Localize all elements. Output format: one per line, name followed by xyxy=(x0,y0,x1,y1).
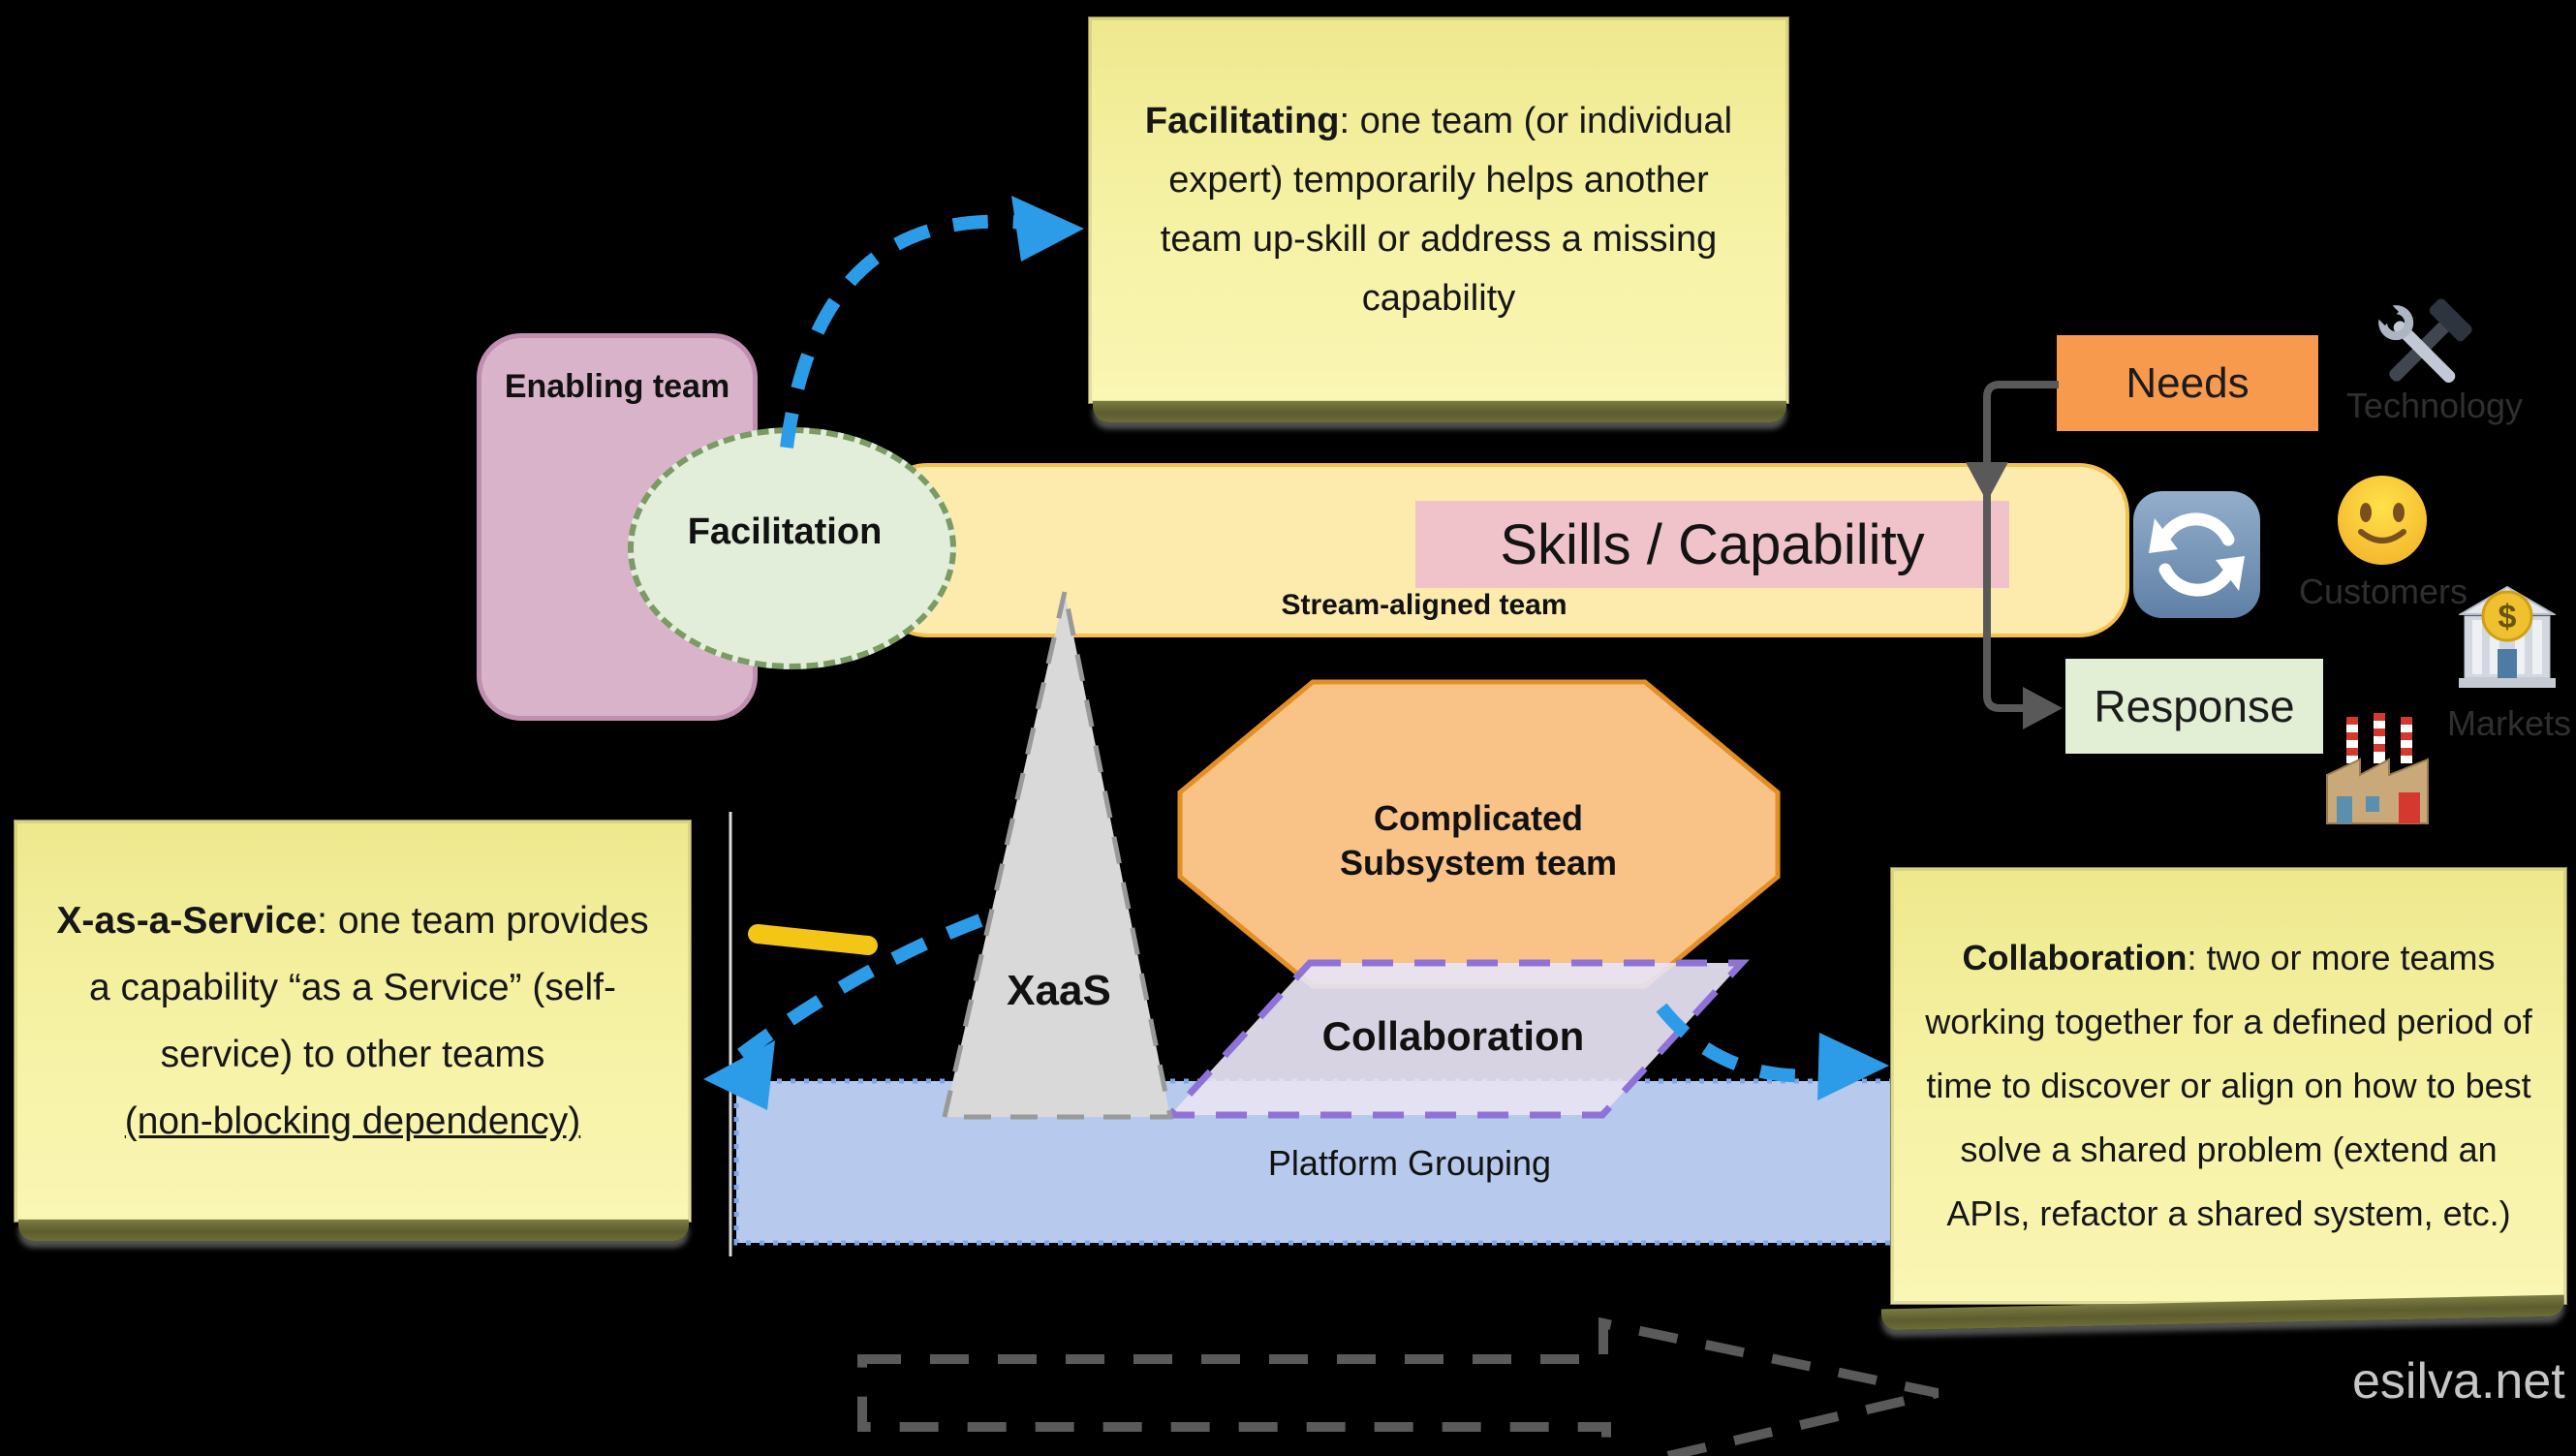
facilitation-circle xyxy=(628,427,956,669)
complicated-line1: Complicated xyxy=(1373,798,1584,838)
facilitating-note: Facilitating: one team (or individual ex… xyxy=(1088,16,1789,422)
note-page-stack xyxy=(1093,401,1786,422)
stream-aligned-team-label: Stream-aligned team xyxy=(1281,589,1567,621)
xaas-note-title: X-as-a-Service xyxy=(56,900,318,942)
needs-label: Needs xyxy=(2126,358,2250,407)
needs-arrowhead-icon xyxy=(1966,462,2008,502)
note-page-stack xyxy=(18,1220,689,1241)
xaas-note-underlined: (non-blocking dependency) xyxy=(124,1100,581,1142)
customers-label: Customers xyxy=(2298,572,2468,611)
facilitating-arrowhead-icon xyxy=(1011,196,1084,262)
skills-capability-box: Skills / Capability xyxy=(1415,501,2009,588)
collaboration-note: Collaboration: two or more teams working… xyxy=(1880,867,2567,1331)
xaas-triangle xyxy=(941,591,1174,1120)
collaboration-note-title: Collaboration xyxy=(1962,938,2188,977)
platform-grouping-label: Platform Grouping xyxy=(1267,1143,1552,1183)
flow-direction-dashed-arrow xyxy=(857,1317,1940,1456)
complicated-line2: Subsystem team xyxy=(1339,843,1618,883)
xaas-label: XaaS xyxy=(1007,967,1111,1014)
xaas-note: X-as-a-Service: one team provides a capa… xyxy=(14,820,692,1241)
collaboration-note-text: Collaboration: two or more teams working… xyxy=(1891,868,2566,1304)
enabling-team-label: Enabling team xyxy=(504,368,730,405)
yellow-marker-dash xyxy=(748,924,878,955)
facilitating-note-text: Facilitating: one team (or individual ex… xyxy=(1089,17,1788,403)
xaas-arrow-curve xyxy=(722,914,983,1071)
xaas-note-text: X-as-a-Service: one team provides a capa… xyxy=(15,821,691,1222)
complicated-subsystem-label: Complicated Subsystem team xyxy=(1285,796,1672,885)
needs-box: Needs xyxy=(2057,335,2318,431)
collaboration-label: Collaboration xyxy=(1321,1013,1585,1059)
watermark: esilva.net xyxy=(2352,1353,2565,1410)
facilitating-note-title: Facilitating xyxy=(1144,101,1340,141)
response-box: Response xyxy=(2065,659,2323,754)
facilitating-arrow-curve xyxy=(780,214,1063,449)
facilitation-label: Facilitation xyxy=(687,511,883,552)
svg-text:$: $ xyxy=(2498,599,2517,635)
collaboration-arrowhead-icon xyxy=(1817,1033,1889,1100)
xaas-arrowhead-icon xyxy=(703,1040,775,1110)
tools-technology-icon xyxy=(2364,291,2480,407)
needs-response-connector xyxy=(1983,381,2059,712)
refresh-cycle-icon xyxy=(2131,489,2262,620)
xaas-note-body: : one team provides a capability “as a S… xyxy=(88,900,649,1075)
technology-label: Technology xyxy=(2345,386,2524,425)
markets-label: Markets xyxy=(2446,703,2572,743)
skills-capability-label: Skills / Capability xyxy=(1500,512,1925,576)
smiley-customers-icon xyxy=(2336,474,2429,567)
facilitating-note-body: : one team (or individual expert) tempor… xyxy=(1160,101,1733,319)
collaboration-parallelogram xyxy=(1163,959,1750,1119)
collaboration-note-body: : two or more teams working together for… xyxy=(1925,938,2532,1233)
response-arrowhead-icon xyxy=(2023,687,2063,729)
response-label: Response xyxy=(2094,681,2295,731)
bank-markets-icon: $ xyxy=(2459,581,2556,696)
factory-icon xyxy=(2325,707,2430,827)
